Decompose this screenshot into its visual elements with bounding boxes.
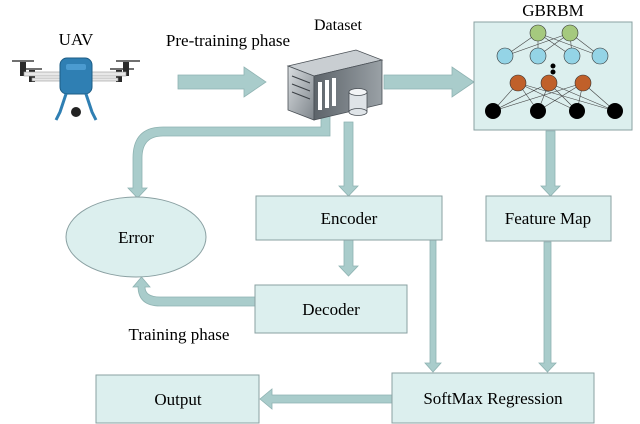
error-node — [65, 196, 207, 278]
training-label: Training phase — [129, 325, 230, 344]
arrow-encoder-to-decoder — [338, 239, 359, 277]
gbrbm-node-black — [607, 103, 623, 119]
server-database-icon — [286, 49, 384, 121]
gbrbm-node-black — [530, 103, 546, 119]
gbrbm-node-blue — [529, 47, 547, 65]
drone-icon — [12, 57, 140, 121]
gbrbm-network — [473, 21, 633, 131]
arrow-featuremap-to-softmax — [538, 241, 557, 373]
gbrbm-node-blue — [496, 47, 514, 65]
gbrbm-node-orange — [540, 74, 558, 92]
arrow-decoder-to-error — [132, 276, 256, 307]
gbrbm-node-blue — [591, 47, 609, 65]
arrow-uav-to-dataset — [177, 66, 267, 98]
arrow-dataset-to-error — [127, 107, 331, 199]
dataset-label: Dataset — [314, 17, 363, 34]
arrow-softmax-to-output — [259, 388, 393, 410]
uav-label: UAV — [59, 30, 94, 49]
gbrbm-node-black — [569, 103, 585, 119]
gbrbm-node-green — [561, 24, 579, 42]
pretraining-label: Pre-training phase — [166, 31, 290, 50]
feature-map-box — [485, 195, 612, 242]
softmax-box — [391, 372, 595, 424]
output-box — [95, 374, 260, 424]
feature-map-label: Feature Map — [505, 209, 591, 228]
softmax-label: SoftMax Regression — [423, 389, 563, 408]
gbrbm-node-black — [485, 103, 501, 119]
output-label: Output — [154, 390, 202, 409]
decoder-box — [254, 284, 408, 334]
arrow-dataset-to-gbrbm — [383, 66, 475, 98]
encoder-label: Encoder — [321, 209, 378, 228]
gbrbm-label: GBRBM — [522, 1, 583, 20]
connectors — [127, 66, 561, 410]
gbrbm-node-orange — [574, 74, 592, 92]
arrow-gbrbm-to-featuremap — [540, 130, 561, 197]
decoder-label: Decoder — [302, 300, 360, 319]
arrow-dataset-to-encoder — [338, 121, 359, 197]
gbrbm-node-orange — [509, 74, 527, 92]
arrow-encoder-to-softmax — [424, 239, 442, 373]
encoder-box — [255, 195, 443, 241]
gbrbm-node-green — [529, 24, 547, 42]
gbrbm-node-blue — [563, 47, 581, 65]
error-label: Error — [118, 228, 154, 247]
